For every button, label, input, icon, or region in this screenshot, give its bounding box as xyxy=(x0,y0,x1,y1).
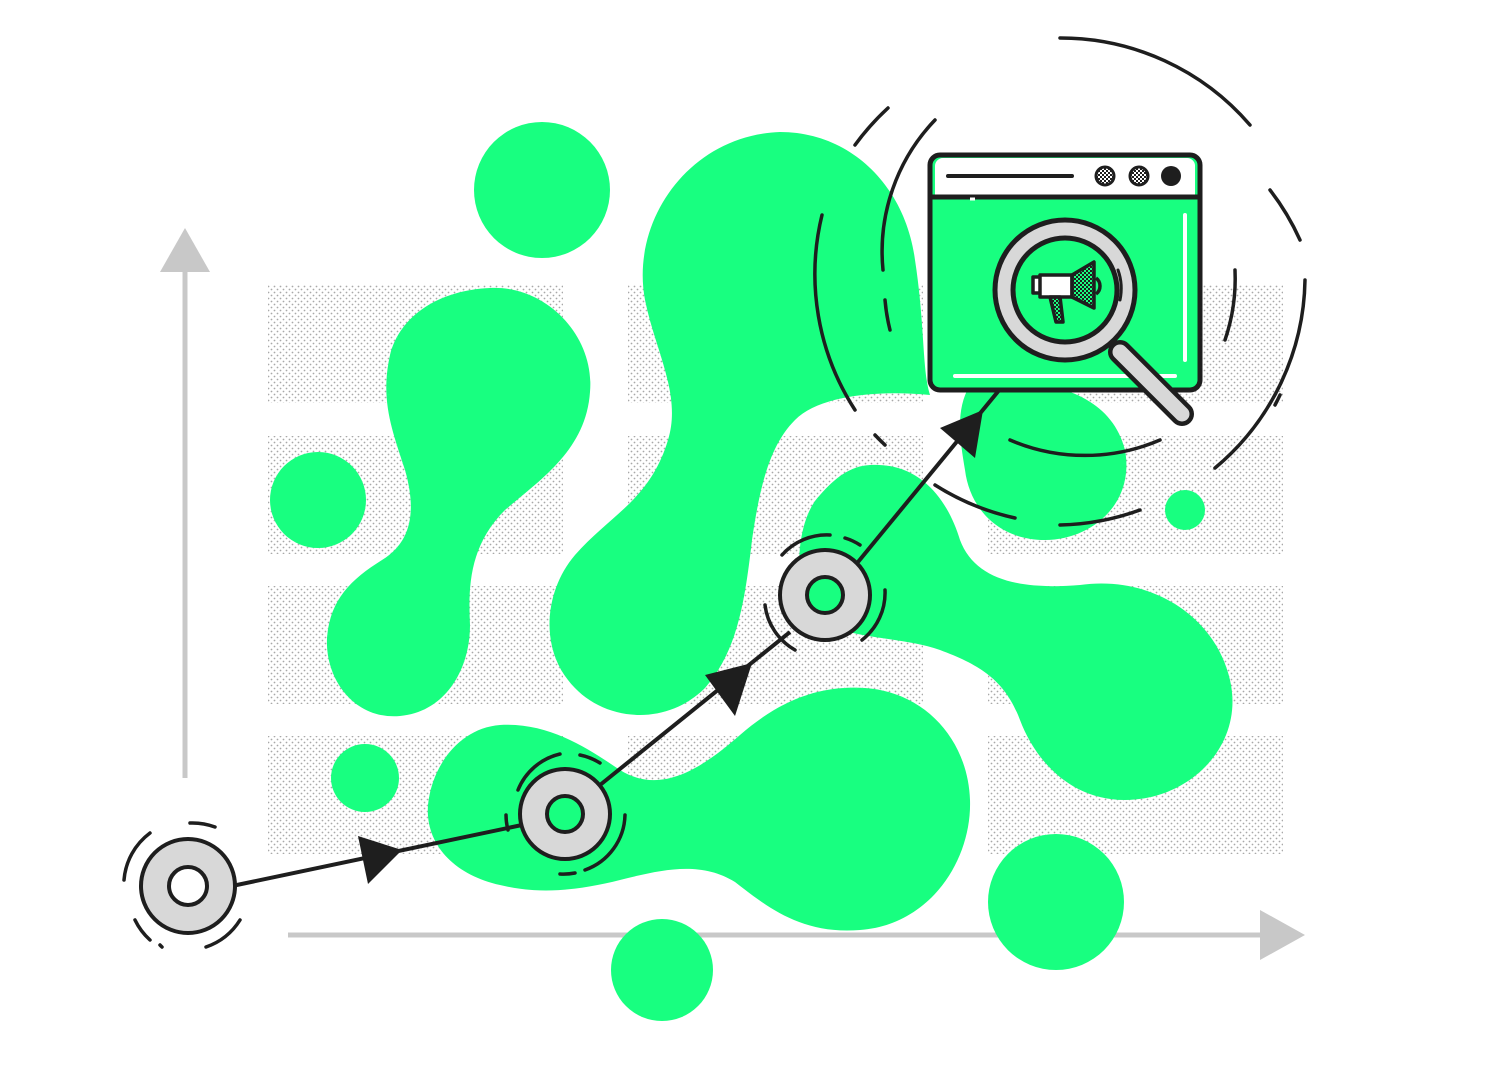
browser-button-icon xyxy=(1128,165,1150,187)
path-arrow-icon xyxy=(940,410,983,458)
blob-bottom xyxy=(427,687,971,931)
blob-right-upper xyxy=(960,382,1127,540)
blob-circle xyxy=(331,744,399,812)
path-node-1 xyxy=(122,821,242,949)
blob-circle xyxy=(474,122,610,258)
blob-circle xyxy=(611,919,713,1021)
path-arrow-icon xyxy=(705,663,752,716)
path-node-2 xyxy=(504,752,627,876)
path-node-3 xyxy=(763,533,887,652)
blob-left xyxy=(326,287,591,717)
radar-arcs xyxy=(813,36,1307,527)
megaphone-icon xyxy=(1031,260,1102,324)
blob-circle xyxy=(988,834,1124,970)
x-axis-arrowhead-icon xyxy=(1260,910,1305,960)
y-axis-arrowhead-icon xyxy=(160,228,210,272)
browser-button-icon xyxy=(1161,166,1181,186)
green-blobs xyxy=(270,122,1233,1021)
blob-center-tall xyxy=(549,132,930,715)
path-segment xyxy=(598,630,792,787)
blob-circle xyxy=(1165,490,1205,530)
browser-button-icon xyxy=(1094,165,1116,187)
blob-circle xyxy=(270,452,366,548)
blob-right-wide xyxy=(799,464,1233,800)
path-arrow-icon xyxy=(358,836,402,884)
